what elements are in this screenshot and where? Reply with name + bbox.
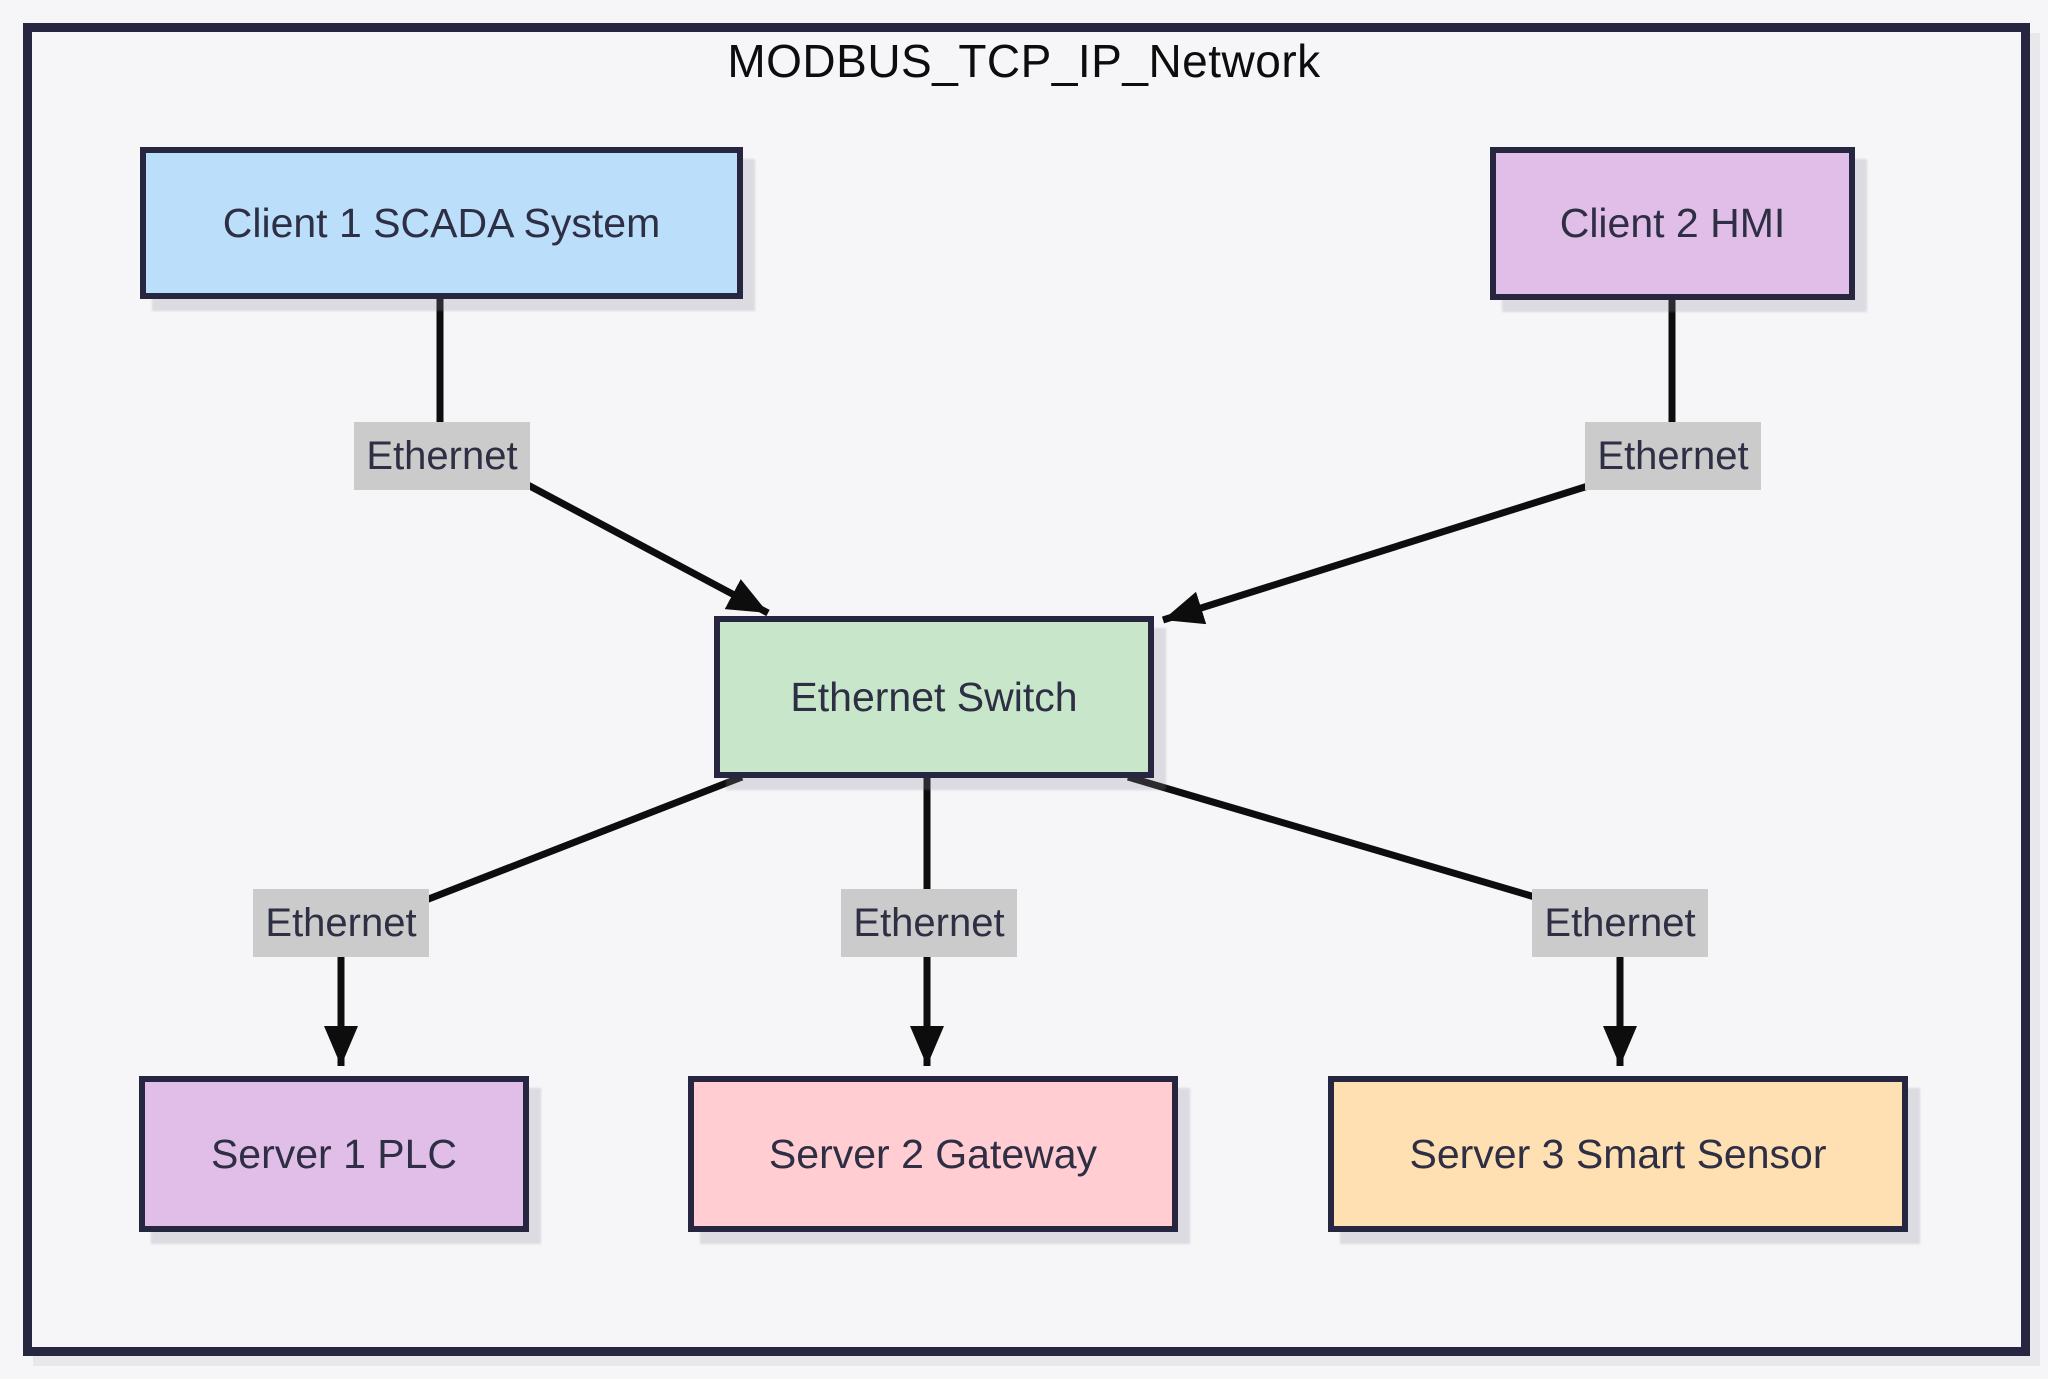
edge-label-client1-ethernet: Ethernet: [354, 422, 530, 490]
node-client1-scada-system: Client 1 SCADA System: [140, 147, 743, 299]
node-switch-label: Ethernet Switch: [790, 673, 1078, 720]
node-client2-label: Client 2 HMI: [1559, 200, 1786, 246]
node-server3-label: Server 3 Smart Sensor: [1409, 1130, 1827, 1177]
node-server1-plc: Server 1 PLC: [139, 1076, 529, 1232]
edge-label-server2-ethernet: Ethernet: [841, 889, 1017, 957]
edge-client1-to-switch-arrow: [524, 480, 770, 617]
edge-client2-to-switch-arrow: [1161, 482, 1590, 625]
node-server3-smart-sensor: Server 3 Smart Sensor: [1328, 1076, 1908, 1232]
node-server1-label: Server 1 PLC: [210, 1130, 458, 1177]
edge-label-client2-ethernet: Ethernet: [1585, 422, 1761, 490]
node-server2-label: Server 2 Gateway: [768, 1130, 1098, 1177]
node-ethernet-switch: Ethernet Switch: [714, 616, 1154, 778]
node-client1-label: Client 1 SCADA System: [222, 199, 661, 246]
node-client2-hmi: Client 2 HMI: [1490, 147, 1855, 300]
edge-switch-to-label-server3: [1127, 773, 1546, 904]
edge-switch-to-label-server1: [424, 773, 744, 904]
diagram-title: MODBUS_TCP_IP_Network: [727, 35, 1321, 87]
edge-label-server3-ethernet: Ethernet: [1532, 889, 1708, 957]
edge-label-server1-ethernet: Ethernet: [253, 889, 429, 957]
node-server2-gateway: Server 2 Gateway: [688, 1076, 1178, 1232]
network-boundary-frame: [23, 23, 2030, 1356]
